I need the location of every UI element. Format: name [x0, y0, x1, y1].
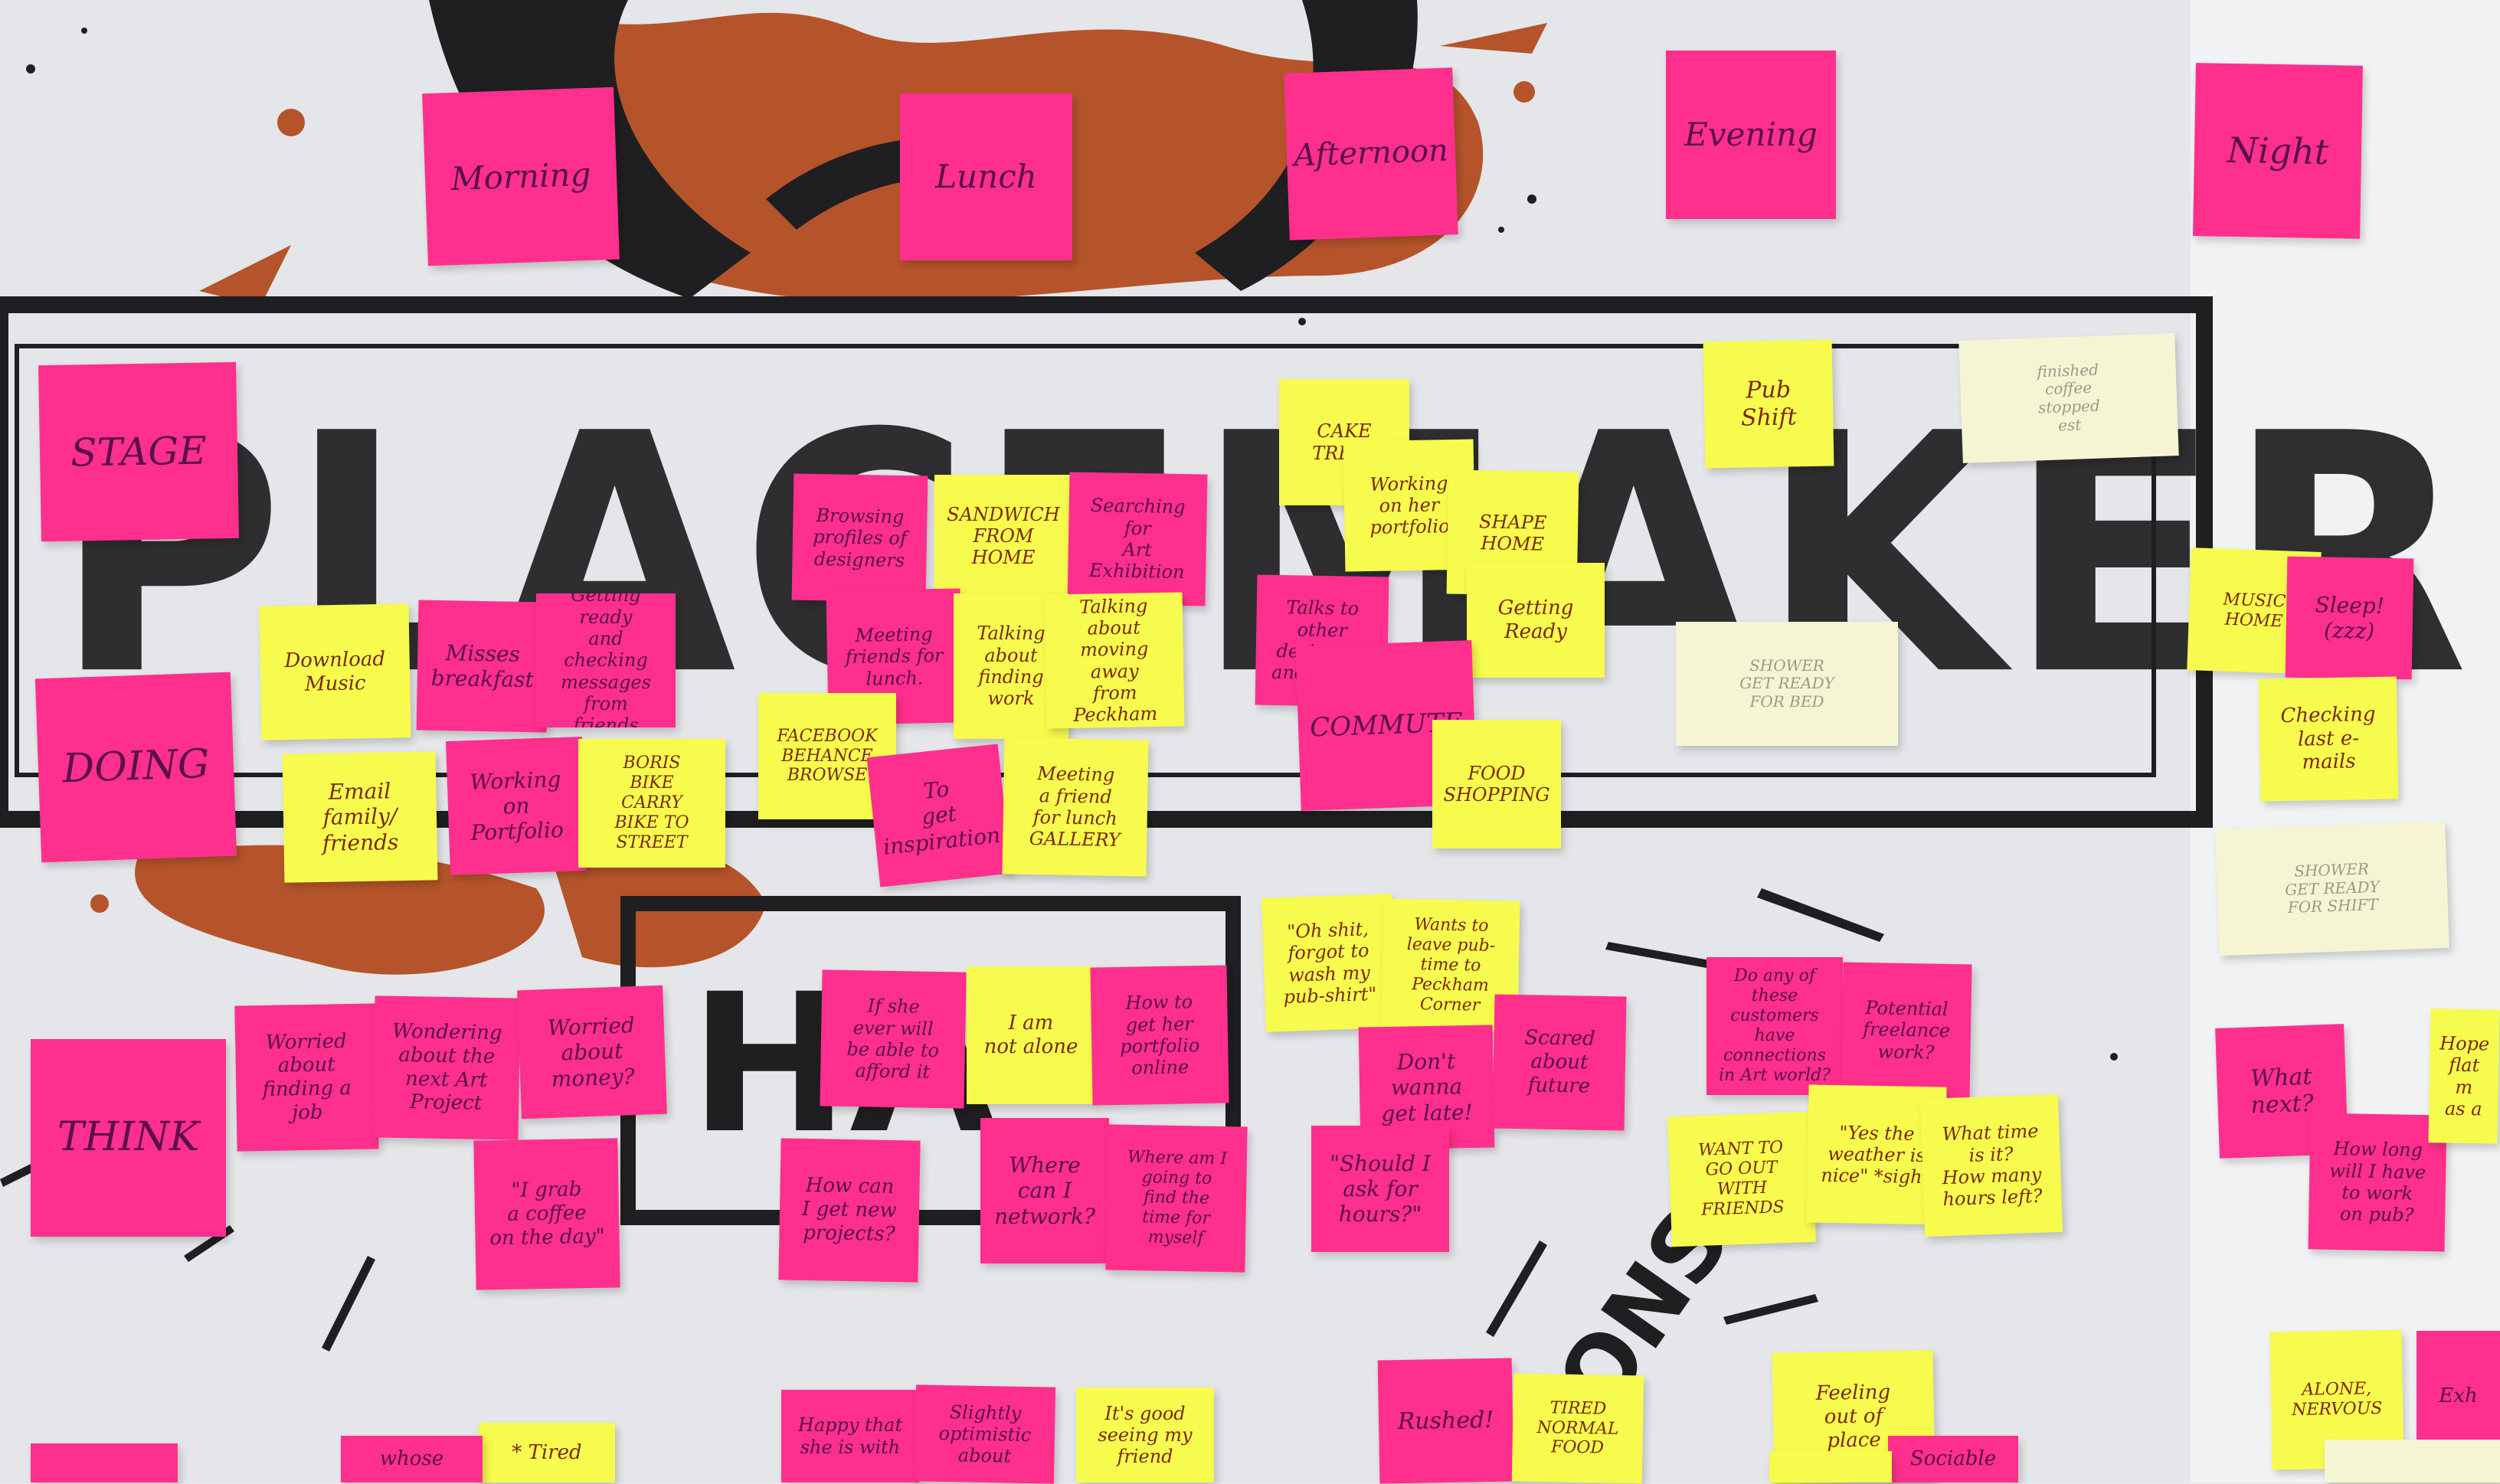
sticky-note-want-go-out: WANT TO GO OUT WITH FRIENDS [1667, 1111, 1816, 1247]
sticky-note-boris-bike: BORIS BIKE CARRY BIKE TO STREET [578, 739, 725, 868]
sticky-note-what-time: What time is it? How many hours left? [1919, 1093, 2063, 1237]
sticky-note-i-am-not-alone: I am not alone [967, 966, 1095, 1104]
sticky-note-pale-mid-right: SHOWER GET READY FOR BED [1676, 622, 1898, 746]
sticky-note-night: Night [2193, 63, 2363, 239]
sticky-note-worried-job: Worried about finding a job [234, 1003, 379, 1152]
sticky-note-where-can-i-network: Where can I network? [980, 1118, 1109, 1263]
sticky-note-pale-bottom-right [2325, 1440, 2500, 1482]
sticky-note-sociable: Sociable [1888, 1436, 2018, 1482]
sticky-note-talking-moving: Talking about moving away from Peckham [1044, 592, 1185, 729]
sticky-note-download-music: Download Music [259, 603, 411, 740]
sticky-note-meeting-friend-lunch: Meeting a friend for lunch GALLERY [1002, 737, 1149, 877]
sticky-note-browsing-profiles: Browsing profiles of designers [791, 473, 928, 603]
sticky-note-pale-lower-right: SHOWER GET READY FOR SHIFT [2215, 821, 2449, 956]
sticky-note-slightly-optimistic: Slightly optimistic about [914, 1384, 1056, 1484]
sticky-note-where-am-i-going: Where am I going to find the time for my… [1105, 1124, 1248, 1273]
sticky-note-email-family: Email family/ friends [282, 751, 438, 883]
sticky-note-food-shopping: FOOD SHOPPING [1432, 720, 1561, 848]
sticky-note-how-to-get-portfolio: How to get her portfolio online [1090, 965, 1229, 1106]
sticky-note-sleep: Sleep! (zzz) [2285, 556, 2414, 680]
sticky-note-how-can-i-get: How can I get new projects? [778, 1138, 921, 1283]
sticky-note-checking-emails: Checking last e-mails [2258, 676, 2399, 802]
sticky-note-doing: DOING [34, 672, 237, 863]
sticky-note-rushed: Rushed! [1377, 1358, 1514, 1484]
sticky-note-evening: Evening [1666, 51, 1836, 219]
sticky-note-hope: Hope flat m as a [2428, 1008, 2500, 1144]
sticky-note-should-i-ask: "Should I ask for hours?" [1311, 1126, 1449, 1252]
sticky-note-its-good: It's good seeing my friend [1076, 1388, 1214, 1482]
sticky-note-tired-left: * Tired [479, 1423, 615, 1482]
sticky-note-searching-art: Searching for Art Exhibition [1067, 472, 1208, 606]
sticky-note-getting-ready-2: Getting Ready [1467, 563, 1605, 678]
sticky-note-how-long: How long will I have to work on pub? [2308, 1113, 2447, 1252]
sticky-note-pale-top-right: finished coffee stopped est [1958, 333, 2179, 463]
sticky-note-scared-future: Scared about future [1492, 994, 1627, 1131]
sticky-note-working-portfolio: Working on Portfolio [446, 736, 587, 876]
sticky-note-afternoon: Afternoon [1284, 67, 1458, 240]
sticky-note-yellow-bottom-mid [1769, 1451, 1892, 1482]
sticky-note-to-get-inspiration: To get inspiration [866, 744, 1012, 887]
sticky-note-sandwich: SANDWICH FROM HOME [934, 475, 1072, 597]
sticky-note-tired-bottom: TIRED NORMAL FOOD [1511, 1373, 1644, 1484]
sticky-note-do-any-customers: Do any of these customers have connectio… [1706, 957, 1843, 1095]
sticky-note-pub-shift: Pub Shift [1703, 339, 1834, 469]
sticky-note-misses-breakfast: Misses breakfast [416, 600, 549, 733]
sticky-note-morning: Morning [422, 87, 620, 266]
sticky-note-happy-bottom: Happy that she is with [781, 1390, 919, 1482]
sticky-note-getting-ready: Getting ready and checking messages from… [536, 593, 676, 727]
sticky-note-exhausted: Exh [2417, 1331, 2500, 1461]
sticky-note-if-she-ever: If she ever will be able to afford it [820, 969, 967, 1109]
sticky-note-oh-shit: "Oh shit, forgot to wash my pub-shirt" [1261, 894, 1397, 1032]
sticky-note-pink-bottom-left [31, 1443, 178, 1482]
sticky-note-facebook: FACEBOOK BEHANCE BROWSE [758, 693, 896, 819]
sticky-note-wondering-art: Wondering about the next Art Project [372, 995, 521, 1140]
sticky-note-think: THINK [31, 1039, 226, 1237]
sticky-note-whose: whose [341, 1436, 483, 1482]
sticky-note-lunch: Lunch [900, 93, 1072, 260]
sticky-note-stage: STAGE [38, 361, 239, 542]
sticky-note-potential-work: Potential freelance work? [1841, 962, 1972, 1099]
sticky-note-worried-money: Worried about money? [517, 985, 667, 1120]
sticky-note-i-grab-coffee: "I grab a coffee on the day" [473, 1138, 620, 1290]
